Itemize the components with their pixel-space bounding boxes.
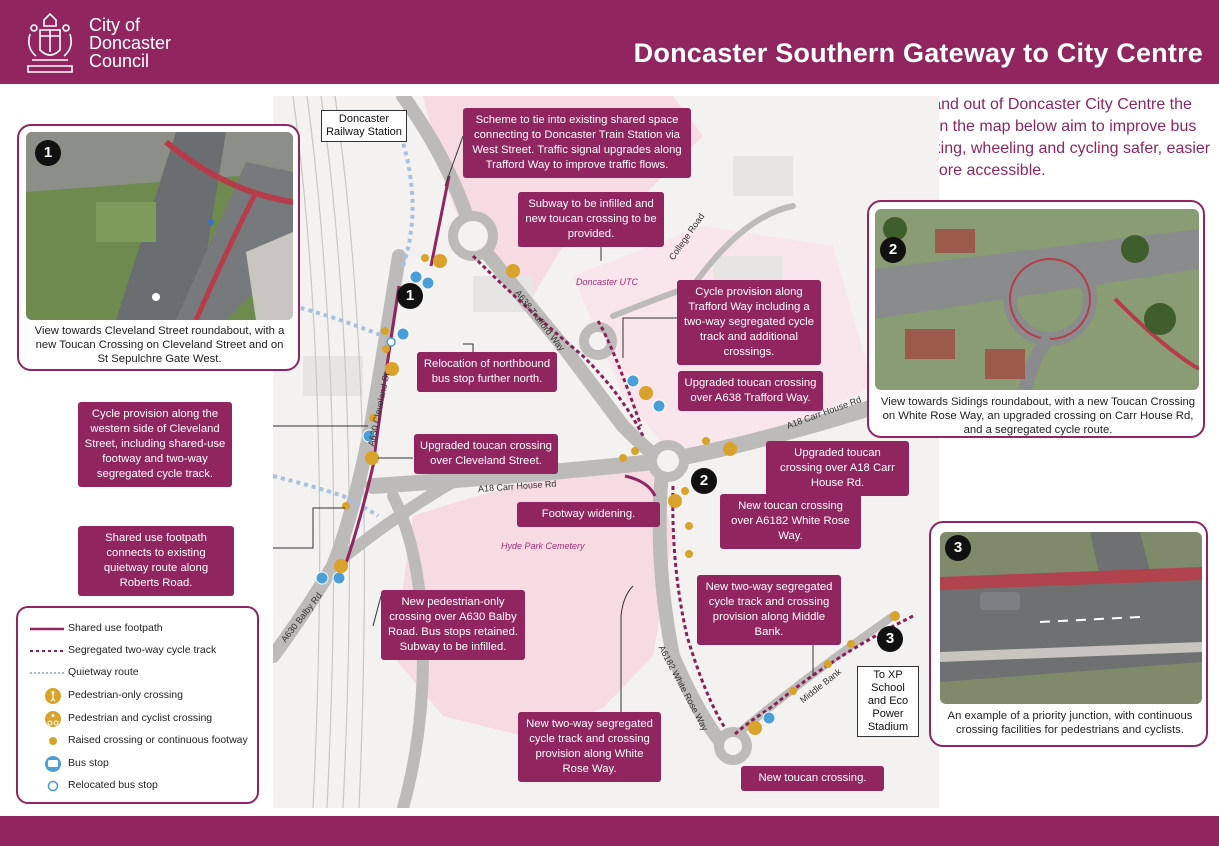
photo-card-3[interactable]: 3 An example of a priority junction, wit… bbox=[929, 521, 1208, 747]
map-marker-3[interactable]: 3 bbox=[877, 626, 903, 652]
callout-cycle-trafford: Cycle provision along Trafford Way inclu… bbox=[677, 280, 821, 365]
council-crest-icon bbox=[27, 12, 73, 73]
place-label-utc: Doncaster UTC bbox=[576, 277, 639, 287]
dotted-line-icon bbox=[30, 672, 64, 674]
legend-label: Quietway route bbox=[68, 666, 139, 678]
council-name-line: Council bbox=[89, 51, 150, 71]
photo-card-1[interactable]: 1 View towards Cleveland Street roundabo… bbox=[17, 124, 300, 371]
photo-number-2: 2 bbox=[880, 237, 906, 263]
page-title: Doncaster Southern Gateway to City Centr… bbox=[633, 38, 1203, 68]
callout-new-a6182: New toucan crossing over A6182 White Ros… bbox=[720, 494, 861, 549]
place-label-cemetery: Hyde Park Cemetery bbox=[501, 541, 585, 551]
segregated-cycle-track bbox=[471, 254, 914, 738]
legend-label: Pedestrian-only crossing bbox=[68, 689, 183, 701]
callout-upgraded-cleveland: Upgraded toucan crossing over Cleveland … bbox=[414, 434, 558, 474]
pedestrian-icon bbox=[45, 688, 61, 704]
legend-row: Raised crossing or continuous footway bbox=[18, 730, 261, 752]
council-name-line: Doncaster bbox=[89, 33, 172, 53]
leader-lines bbox=[273, 135, 814, 716]
callout-cycle-cleveland: Cycle provision along the western side o… bbox=[78, 402, 232, 487]
ring-icon bbox=[47, 780, 59, 792]
dashed-line-icon bbox=[30, 650, 64, 652]
photo-cleveland-roundabout bbox=[26, 132, 293, 320]
photo-priority-junction bbox=[940, 532, 1202, 704]
destination-label: To XP School and Eco Power Stadium bbox=[857, 666, 919, 737]
photo-caption-1: View towards Cleveland Street roundabout… bbox=[34, 325, 285, 365]
callout-upgraded-a638: Upgraded toucan crossing over A638 Traff… bbox=[678, 371, 823, 411]
legend-label: Shared use footpath bbox=[68, 622, 163, 634]
callout-new-toucan: New toucan crossing. bbox=[741, 766, 884, 791]
legend-row: Segregated two-way cycle track bbox=[18, 640, 261, 662]
legend-label: Bus stop bbox=[68, 757, 109, 769]
legend-row: Pedestrian and cyclist crossing bbox=[18, 708, 261, 730]
legend-label: Pedestrian and cyclist crossing bbox=[68, 712, 213, 724]
footer-bar bbox=[0, 816, 1219, 846]
legend-row: Quietway route bbox=[18, 662, 261, 684]
photo-sidings-roundabout bbox=[875, 209, 1199, 390]
council-name: City of Doncaster Council bbox=[89, 16, 171, 70]
building-block bbox=[303, 356, 363, 396]
legend-label: Relocated bus stop bbox=[68, 779, 158, 791]
photo-number-1: 1 bbox=[35, 140, 61, 166]
solid-line-icon bbox=[30, 627, 64, 631]
legend-label: Segregated two-way cycle track bbox=[68, 644, 217, 656]
callout-subway-infilled: Subway to be infilled and new toucan cro… bbox=[518, 192, 664, 247]
callout-upgraded-a18: Upgraded toucan crossing over A18 Carr H… bbox=[766, 441, 909, 496]
railway-station-label: Doncaster Railway Station bbox=[321, 110, 407, 142]
pedestrian-cyclist-icon bbox=[45, 711, 61, 727]
callout-shared-roberts: Shared use footpath connects to existing… bbox=[78, 526, 234, 596]
legend-row: Pedestrian-only crossing bbox=[18, 685, 261, 707]
callout-scheme-shared-space: Scheme to tie into existing shared space… bbox=[463, 108, 691, 178]
building-block bbox=[733, 156, 793, 196]
legend-row: Bus stop bbox=[18, 753, 261, 775]
photo-number-3: 3 bbox=[945, 535, 971, 561]
photo-caption-3: An example of a priority junction, with … bbox=[947, 710, 1193, 736]
callout-white-rose: New two-way segregated cycle track and c… bbox=[518, 712, 661, 782]
quietway-routes bbox=[273, 135, 415, 518]
map-marker-1[interactable]: 1 bbox=[397, 283, 423, 309]
dot-icon bbox=[49, 737, 57, 745]
legend-row: Relocated bus stop bbox=[18, 775, 261, 797]
callout-ped-balby: New pedestrian-only crossing over A630 B… bbox=[381, 590, 525, 660]
photo-caption-2: View towards Sidings roundabout, with a … bbox=[880, 396, 1196, 436]
map-marker-2[interactable]: 2 bbox=[691, 468, 717, 494]
legend-label: Raised crossing or continuous footway bbox=[68, 734, 248, 746]
bus-icon bbox=[45, 756, 61, 772]
callout-relocation-bus-stop: Relocation of northbound bus stop furthe… bbox=[417, 352, 557, 392]
header-bar: City of Doncaster Council Doncaster Sout… bbox=[0, 0, 1219, 84]
crossings bbox=[334, 254, 900, 735]
legend-row: Shared use footpath bbox=[18, 618, 261, 640]
railway-lines bbox=[292, 96, 365, 808]
council-name-line: City of bbox=[89, 15, 141, 35]
callout-footway-widening: Footway widening. bbox=[517, 502, 660, 527]
bus-stops bbox=[315, 270, 776, 725]
map-legend: Shared use footpath Segregated two-way c… bbox=[16, 606, 259, 804]
photo-card-2[interactable]: 2 View towards Sidings roundabout, with … bbox=[867, 200, 1205, 438]
callout-middle-bank: New two-way segregated cycle track and c… bbox=[697, 575, 841, 645]
